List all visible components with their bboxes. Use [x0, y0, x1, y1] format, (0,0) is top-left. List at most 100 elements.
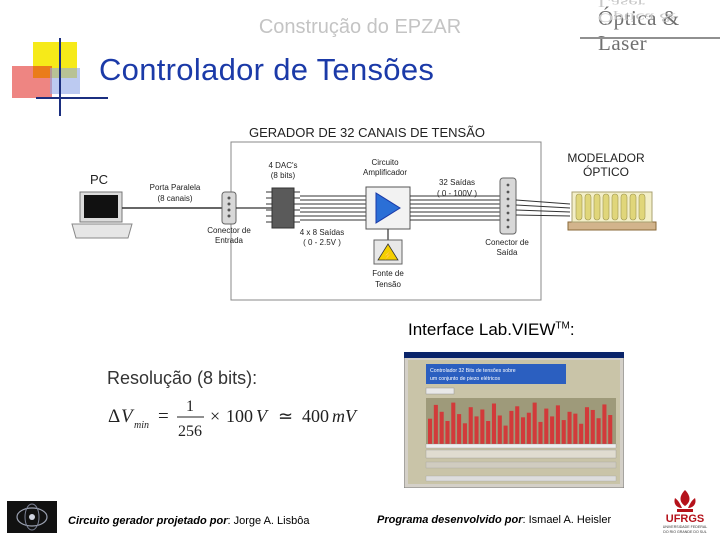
- panel-info-line-2: um conjunto de piezo elétricos: [430, 376, 500, 382]
- dac-label-2: (8 bits): [271, 171, 296, 180]
- outputs-label-2: ( 0 - 100V ): [437, 189, 477, 198]
- optica-laser-logo-reflection: Óptica & Laser: [598, 0, 676, 25]
- power-supply-icon: ⚡: [373, 239, 403, 265]
- optical-modulator-icon: [567, 191, 657, 231]
- svg-text:Δ: Δ: [108, 406, 120, 427]
- power-label-2: Tensão: [375, 280, 401, 289]
- channel-bar: [521, 417, 526, 444]
- pc-label: PC: [90, 172, 108, 187]
- channel-bar: [503, 425, 508, 444]
- footer-circuit-credit-name: : Jorge A. Lisbôa: [227, 515, 310, 527]
- channel-bar: [509, 410, 514, 444]
- channel-bar: [608, 415, 613, 444]
- svg-text:min: min: [134, 420, 149, 431]
- optica-laser-logo: Óptica & Laser: [598, 6, 680, 55]
- channel-bar: [544, 408, 549, 444]
- svg-text:=: =: [158, 406, 169, 427]
- channel-bar: [491, 403, 497, 444]
- dac-label-1: 4 DAC's: [268, 161, 297, 170]
- amplifier-label-2: Amplificador: [363, 168, 407, 177]
- svg-text:≃: ≃: [278, 406, 293, 426]
- slide-title: Controlador de Tensões: [99, 52, 435, 87]
- deco-red-square: [12, 66, 52, 98]
- labview-heading-text: Interface Lab.VIEW: [408, 320, 556, 339]
- resolution-formula: Δ V min = 1 256 × 100 V ≃ 400 mV: [108, 398, 358, 440]
- channel-bar: [428, 418, 433, 444]
- channel-index-strip: [425, 461, 617, 469]
- footer-circuit-credit: Circuito gerador projetado por: Jorge A.…: [68, 515, 309, 527]
- panel-info-line-1: Controlador 32 Bits de tensões sobre: [430, 368, 516, 374]
- output-cable: [515, 199, 571, 217]
- pc-laptop-icon: [71, 191, 133, 239]
- channel-bar: [584, 407, 590, 444]
- channel-bar: [439, 411, 444, 444]
- channel-bar: [526, 412, 531, 444]
- parallel-port-label-2: (8 canais): [157, 194, 192, 203]
- svg-text:V: V: [256, 406, 269, 426]
- presentation-subtitle: Construção do EPZAR: [258, 16, 462, 38]
- footer-circuit-credit-bold: Circuito gerador projetado por: [68, 515, 228, 527]
- channel-bar: [474, 416, 479, 444]
- dac-outputs-label-1: 4 x 8 Saídas: [300, 228, 344, 237]
- channel-bar: [538, 421, 543, 444]
- parallel-port-label-1: Porta Paralela: [150, 183, 201, 192]
- output-connector-label-1: Conector de: [485, 238, 529, 247]
- deco-blue-square: [50, 68, 80, 94]
- channel-bar: [486, 421, 491, 444]
- labview-panel-screenshot: Controlador 32 Bits de tensões sobre um …: [404, 352, 624, 488]
- output-connector-label-2: Saída: [497, 248, 518, 257]
- channel-bar: [602, 404, 607, 444]
- dac-to-amp-bus: [300, 195, 366, 221]
- svg-text:mV: mV: [332, 406, 358, 426]
- amplifier-icon: [365, 186, 411, 230]
- channel-bar: [550, 416, 555, 444]
- resolution-label: Resolução (8 bits):: [107, 368, 258, 388]
- channel-bar: [462, 423, 467, 444]
- channel-bar: [573, 413, 578, 444]
- labview-heading: Interface Lab.VIEWTM:: [408, 320, 575, 340]
- ufrgs-name: UFRGS: [666, 513, 705, 525]
- channel-bar: [480, 409, 485, 444]
- ufrgs-sub-1: UNIVERSIDADE FEDERAL: [663, 525, 708, 529]
- channel-bar: [555, 405, 560, 444]
- modulator-label-1: MODELADOR: [567, 151, 645, 165]
- channel-bar: [567, 411, 572, 444]
- modulator-label-2: ÓPTICO: [583, 164, 629, 179]
- channel-bar: [445, 421, 450, 444]
- channel-bar: [515, 406, 520, 444]
- logo-underline: [580, 37, 720, 39]
- scrollbar[interactable]: [425, 475, 617, 482]
- channel-bar: [433, 404, 438, 444]
- labview-heading-colon: :: [569, 320, 575, 339]
- panel-info-box: [426, 364, 566, 384]
- channel-bar: [596, 418, 601, 444]
- channel-bar: [468, 407, 473, 444]
- dac-chip-icon: [236, 187, 300, 229]
- footer-program-credit-name: : Ismael A. Heisler: [522, 514, 612, 526]
- svg-text:×: ×: [210, 406, 220, 426]
- footer-program-credit: Programa desenvolvido por: Ismael A. Hei…: [377, 514, 611, 526]
- voltage-generator-diagram: GERADOR DE 32 CANAIS DE TENSÃO PC Porta …: [71, 125, 657, 301]
- channel-bar: [561, 420, 566, 444]
- dac-outputs-label-2: ( 0 - 2.5V ): [303, 238, 341, 247]
- input-connector-label-1: Conector de: [207, 226, 251, 235]
- mode-selector: [425, 387, 455, 395]
- channel-bar: [457, 414, 462, 444]
- input-connector-label-2: Entrada: [215, 236, 244, 245]
- channel-bar: [532, 402, 537, 444]
- svg-text:V: V: [121, 406, 135, 427]
- lab-logo: [7, 501, 57, 533]
- footer-program-credit-bold: Programa desenvolvido por: [377, 514, 523, 526]
- svg-text:256: 256: [178, 423, 202, 440]
- output-connector-icon: [499, 177, 517, 235]
- svg-text:400: 400: [302, 406, 329, 426]
- ufrgs-sub-2: DO RIO GRANDE DO SUL: [663, 530, 707, 534]
- channel-bar: [590, 409, 595, 444]
- channel-bar: [579, 423, 584, 444]
- power-label-1: Fonte de: [372, 269, 404, 278]
- amp-to-output-bus: [410, 195, 500, 221]
- channel-values-strip: [425, 449, 617, 459]
- svg-text:100: 100: [226, 406, 253, 426]
- input-connector-icon: [221, 191, 237, 225]
- labview-tm: TM: [555, 320, 570, 332]
